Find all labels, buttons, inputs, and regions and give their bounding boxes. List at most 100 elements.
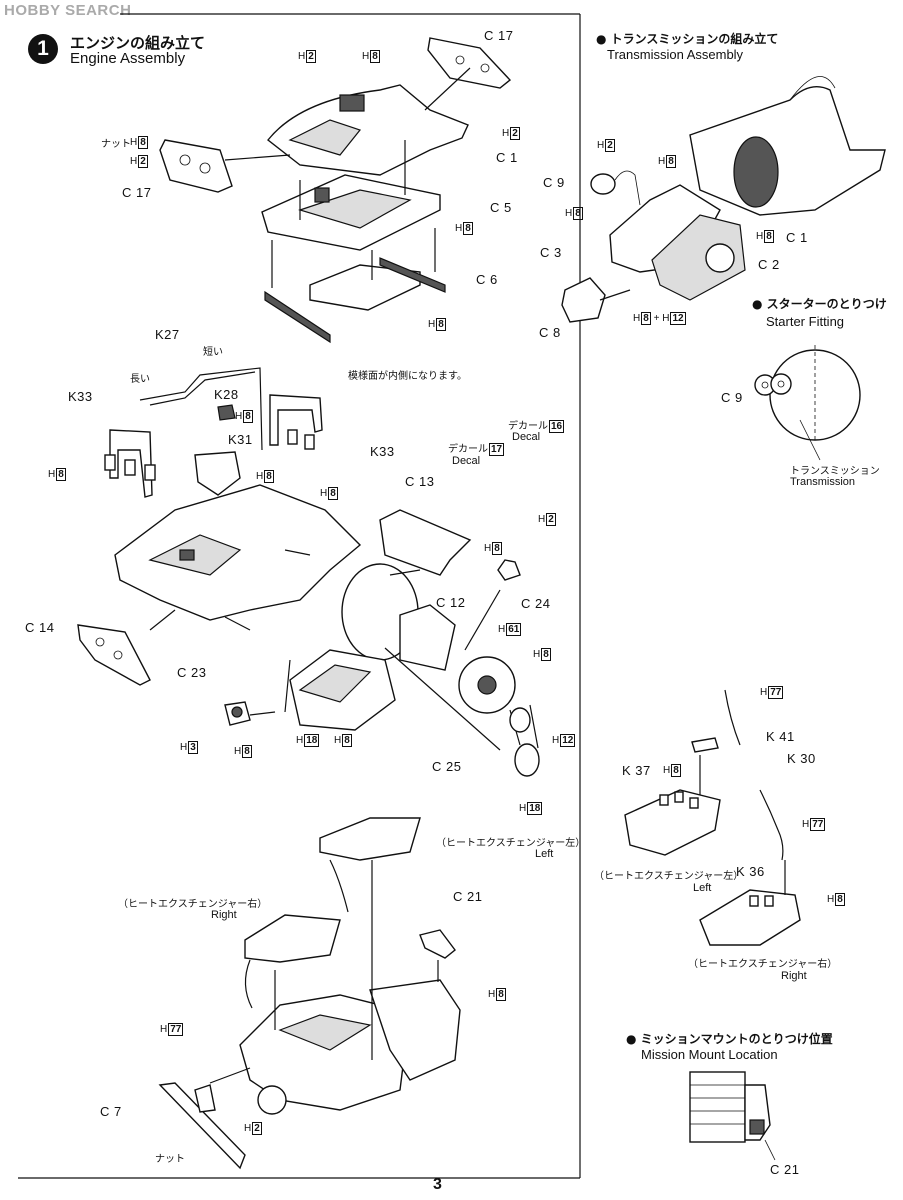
engine-base-c6 [264, 257, 446, 344]
cover-c13 [379, 509, 472, 576]
mount-c21 [419, 929, 456, 959]
starter-fitting [754, 345, 861, 461]
starter-label-jp: トランスミッション [790, 466, 880, 477]
heat-right-en: Right [211, 909, 237, 921]
heat-exchanger-right [244, 914, 341, 1009]
part-label-c21: C 21 [453, 889, 483, 904]
mount-bar-c7 [158, 1082, 246, 1170]
part-label-k30: K 30 [787, 751, 816, 766]
note-nut-top: ナット [101, 139, 131, 150]
part-label-k36: K 36 [736, 864, 765, 879]
hose-k41 [691, 689, 741, 753]
watermark: HOBBY SEARCH [4, 2, 132, 19]
heat-right-jp: （ヒートエクスチェンジャー右） [118, 899, 268, 910]
starter-c23 [224, 701, 251, 726]
note-nut-bottom: ナット [155, 1154, 185, 1165]
mount-location-drawing [689, 1071, 776, 1161]
alternator-c24 [497, 559, 521, 581]
distributor-k28-k31 [194, 404, 241, 496]
heat-exchanger-left [319, 817, 421, 913]
decal17-number: 17 [489, 443, 505, 456]
part-label-c14: C 14 [25, 620, 55, 635]
part-label-c21-mount: C 21 [770, 1162, 800, 1177]
plug-leads-k33-right [269, 394, 323, 450]
engine-body-middle [114, 484, 362, 621]
transmission-title-en: Transmission Assembly [607, 47, 744, 62]
part-label-k33-left: K33 [68, 389, 93, 404]
part-label-k28: K28 [214, 387, 239, 402]
part-label-c17-top: C 17 [484, 28, 514, 43]
part-label-c5: C 5 [490, 200, 512, 215]
mount-title-en: Mission Mount Location [641, 1047, 778, 1062]
starter-c9 [590, 170, 641, 206]
transmission-title-jp: ● トランスミッションの組み立て [596, 32, 779, 46]
cover-c17-left [159, 139, 233, 193]
transmission-case-c1 [689, 76, 886, 216]
note-short: 短い [203, 347, 223, 358]
engine-lower [239, 979, 461, 1115]
part-label-c1-trans: C 1 [786, 230, 808, 245]
heat-left-en: Left [535, 848, 554, 860]
part-label-c12: C 12 [436, 595, 466, 610]
part-label-c1-engine: C 1 [496, 150, 518, 165]
step-title-jp: エンジンの組み立て [70, 34, 206, 52]
heat-left-jp: （ヒートエクスチェンジャー左） [436, 838, 586, 849]
step-title-en: Engine Assembly [70, 50, 186, 67]
engine-cover-c1 [267, 84, 469, 176]
part-label-c9-starter: C 9 [721, 390, 743, 405]
decal16-number: 16 [549, 420, 565, 433]
starter-label-en: Transmission [790, 476, 855, 488]
cover-c17-top [427, 37, 512, 89]
heat-left-en-2: Left [693, 882, 712, 894]
plug-leads-k33-left [104, 429, 156, 498]
fan-housing-c12 [341, 563, 456, 671]
engine-block-c5 [261, 174, 441, 251]
part-label-k33-right: K33 [370, 444, 395, 459]
note-pattern-inside: 模様面が内側になります。 [348, 371, 467, 382]
note-long: 長い [130, 374, 150, 385]
part-label-c25: C 25 [432, 759, 462, 774]
starter-title-en: Starter Fitting [766, 314, 845, 329]
part-label-k37: K 37 [622, 763, 651, 778]
heat-left-jp-2: （ヒートエクスチェンジャー左） [594, 871, 744, 882]
part-label-k31: K31 [228, 432, 253, 447]
part-label-k41: K 41 [766, 729, 795, 744]
part-label-c24: C 24 [521, 596, 551, 611]
part-label-c6: C 6 [476, 272, 498, 287]
part-label-c7: C 7 [100, 1104, 122, 1119]
heater-k37 [624, 789, 721, 856]
part-label-c2: C 2 [758, 257, 780, 272]
decal17-en: Decal [452, 455, 481, 467]
part-label-c9-trans: C 9 [543, 175, 565, 190]
part-label-c3: C 3 [540, 245, 562, 260]
